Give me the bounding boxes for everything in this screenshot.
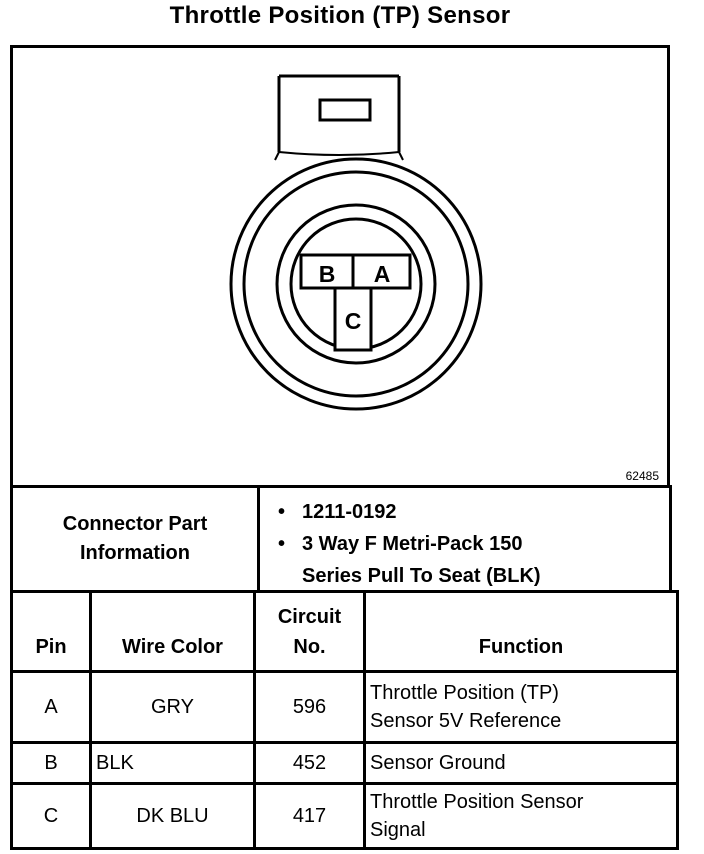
pin-a-label: A: [374, 261, 391, 287]
page-title: Throttle Position (TP) Sensor: [169, 2, 511, 29]
wire-color-cell: DK BLU: [89, 782, 256, 850]
table-header-row: Pin Wire Color Circuit No. Function: [10, 590, 679, 673]
header-function: Function: [363, 590, 679, 673]
pin-cell: C: [10, 782, 92, 850]
wire-color-cell: BLK: [89, 741, 256, 785]
circuit-cell: 596: [253, 670, 366, 744]
function-cell: Throttle Position Sensor Signal: [363, 782, 679, 850]
pin-c-label: C: [345, 308, 362, 334]
circuit-cell: 452: [253, 741, 366, 785]
connector-drawing: B A C: [229, 74, 483, 411]
part-number: 1211-0192: [278, 496, 669, 528]
pin-table: Pin Wire Color Circuit No. Function A GR…: [10, 590, 679, 850]
figure-id: 62485: [625, 469, 659, 483]
function-cell: Throttle Position (TP) Sensor 5V Referen…: [363, 670, 679, 744]
wire-color-cell: GRY: [89, 670, 256, 744]
function-cell: Sensor Ground: [363, 741, 679, 785]
table-row: B BLK 452 Sensor Ground: [10, 741, 679, 785]
pin-b-cavity: [299, 253, 355, 290]
circuit-cell: 417: [253, 782, 366, 850]
seal-ring: [275, 203, 437, 365]
pin-cell: A: [10, 670, 92, 744]
part-description: 3 Way F Metri-Pack 150 Series Pull To Se…: [278, 528, 669, 592]
part-info-list: 1211-0192 3 Way F Metri-Pack 150 Series …: [260, 488, 669, 590]
connector-part-info: Connector Part Information 1211-0192 3 W…: [10, 485, 672, 593]
latch-slot: [318, 98, 372, 122]
table-row: C DK BLU 417 Throttle Position Sensor Si…: [10, 782, 679, 850]
table-row: A GRY 596 Throttle Position (TP) Sensor …: [10, 670, 679, 744]
header-wire-color: Wire Color: [89, 590, 256, 673]
header-circuit: Circuit No.: [253, 590, 366, 673]
header-pin: Pin: [10, 590, 92, 673]
pin-c-cavity: [333, 286, 373, 352]
inner-housing-ring: [242, 170, 470, 398]
pin-a-cavity: [351, 253, 412, 290]
pin-cell: B: [10, 741, 92, 785]
connector-diagram: B A C 62485: [10, 45, 670, 485]
connector-part-info-label: Connector Part Information: [13, 488, 260, 590]
pin-b-label: B: [319, 261, 336, 287]
